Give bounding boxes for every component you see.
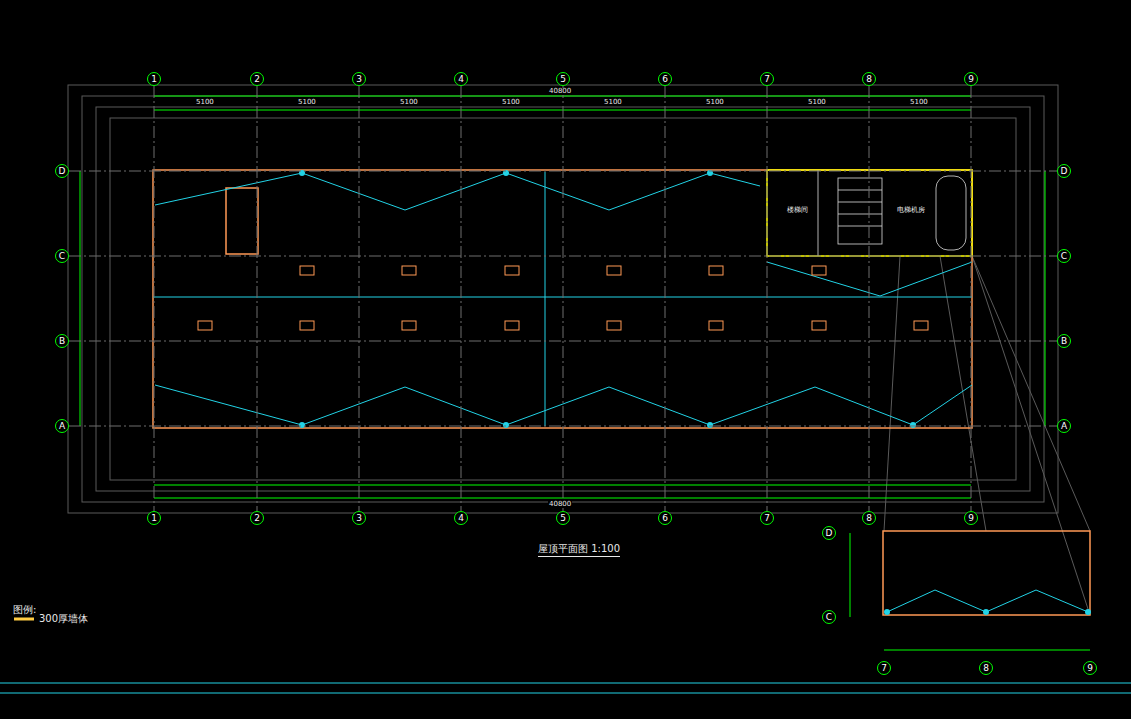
axis-line [767,86,768,511]
axis-bubble: 6 [658,511,672,525]
axis-label: 2 [254,75,260,84]
dimension-text: 5100 [807,99,827,106]
axis-label: 4 [458,75,464,84]
axis-line [69,426,1057,427]
axis-bubble: 5 [556,72,570,86]
axis-label: C [826,613,832,622]
axis-bubble: 8 [979,661,993,675]
axis-bubble: C [55,249,69,263]
axis-line [257,86,258,511]
axis-label: 3 [356,514,362,523]
axis-line [359,86,360,511]
axis-label: 8 [866,75,872,84]
axis-line [971,86,972,511]
axis-bubble: 4 [454,72,468,86]
axis-bubble: 7 [877,661,891,675]
axis-label: 4 [458,514,464,523]
axis-bubble: 8 [862,511,876,525]
axis-bubble: B [1057,334,1071,348]
axis-bubble: 8 [862,72,876,86]
dimension-text: 5100 [501,99,521,106]
axis-label: 8 [983,664,989,673]
dimension-text: 5100 [705,99,725,106]
dimension-text: 5100 [603,99,623,106]
axis-bubble: D [55,164,69,178]
dimension-text: 40800 [548,501,572,508]
room-name: 楼梯间 [786,207,809,214]
axis-label: 1 [151,75,157,84]
legend-sample [14,618,34,621]
legend-text: 300厚墙体 [39,612,88,626]
axis-line [154,86,155,511]
axis-bubble: 7 [760,72,774,86]
dimension-text: 5100 [297,99,317,106]
axis-bubble: 2 [250,72,264,86]
axis-bubble: D [1057,164,1071,178]
axis-bubble: 9 [1083,661,1097,675]
axis-line [665,86,666,511]
axis-bubble: 7 [760,511,774,525]
axis-label: 7 [881,664,887,673]
axis-bubble: 3 [352,72,366,86]
dimension-text: 5100 [909,99,929,106]
axis-line [563,86,564,511]
axis-bubble: 2 [250,511,264,525]
axis-label: D [59,167,66,176]
axis-bubble: C [822,610,836,624]
axis-bubble: C [1057,249,1071,263]
axis-label: 5 [560,75,566,84]
axis-bubble: 9 [964,72,978,86]
axis-bubble: 1 [147,72,161,86]
axis-label: D [826,529,833,538]
axis-line [69,256,1057,257]
axis-bubble: A [55,419,69,433]
axis-label: C [1061,252,1067,261]
axis-label: 7 [764,514,770,523]
axis-label: B [1061,337,1067,346]
room-name: 电梯机房 [896,207,926,214]
axis-line [69,171,1057,172]
axis-bubble: 3 [352,511,366,525]
axis-bubble: 1 [147,511,161,525]
axis-label: 3 [356,75,362,84]
axis-bubble: D [822,526,836,540]
axis-line [69,341,1057,342]
axis-label: 7 [764,75,770,84]
axis-label: 1 [151,514,157,523]
axis-label: C [59,252,65,261]
axis-label: 8 [866,514,872,523]
drawing-title: 屋顶平面图 1:100 [538,542,620,557]
axis-label: 6 [662,75,668,84]
axis-label: D [1061,167,1068,176]
axis-label: 6 [662,514,668,523]
dimension-text: 40800 [548,88,572,95]
axis-line [869,86,870,511]
axis-label: 9 [968,514,974,523]
axis-bubble: 5 [556,511,570,525]
dimension-text: 5100 [399,99,419,106]
axis-bubble: B [55,334,69,348]
axis-bubble: 4 [454,511,468,525]
axis-label: 9 [968,75,974,84]
axis-label: 5 [560,514,566,523]
axis-bubble: A [1057,419,1071,433]
axis-label: 9 [1087,664,1093,673]
axis-label: A [59,422,65,431]
dimension-text: 5100 [195,99,215,106]
axis-bubble: 6 [658,72,672,86]
axis-bubble: 9 [964,511,978,525]
axis-line [461,86,462,511]
axis-label: A [1061,422,1067,431]
legend-heading: 图例: [12,605,37,615]
axis-label: 2 [254,514,260,523]
axis-label: B [59,337,65,346]
